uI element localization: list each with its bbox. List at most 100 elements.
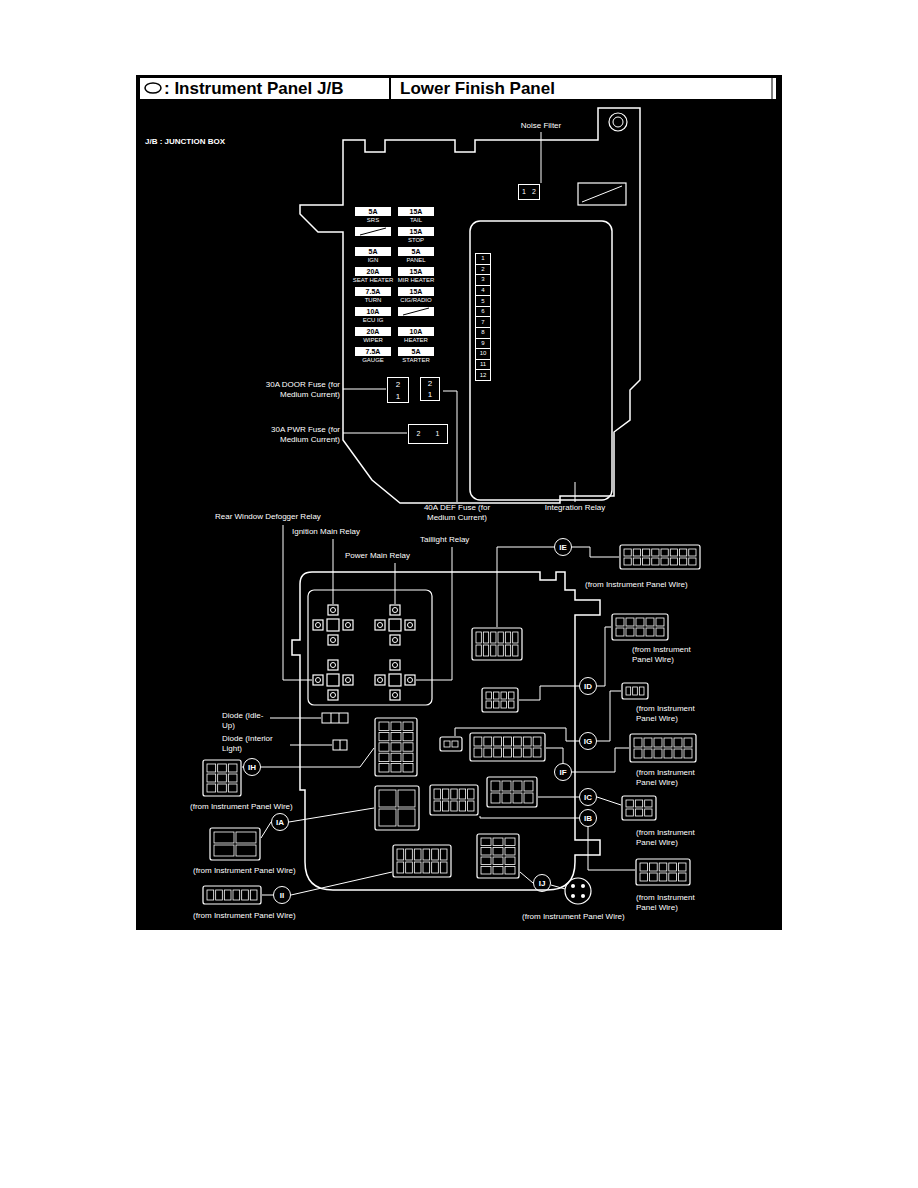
connector-pin bbox=[633, 558, 640, 565]
connector-outline bbox=[375, 786, 419, 830]
medium-fuse: 21 bbox=[387, 377, 409, 403]
cover-tab bbox=[578, 183, 626, 205]
leader-line bbox=[519, 686, 579, 700]
connector-pin bbox=[474, 748, 482, 757]
relay-pin bbox=[375, 675, 385, 685]
connector-pin bbox=[643, 549, 650, 556]
connector-drawing bbox=[393, 845, 451, 877]
connector-pin bbox=[674, 738, 682, 747]
connector-pin bbox=[669, 873, 677, 881]
relay-pin bbox=[316, 623, 321, 628]
connector-pin bbox=[634, 749, 642, 758]
wire-note: (from Instrument Panel Wire) bbox=[190, 802, 293, 812]
part-name: Ignition Main Relay bbox=[292, 527, 360, 537]
connector-pin bbox=[654, 738, 662, 747]
leader-line bbox=[455, 728, 579, 741]
connector-pin bbox=[491, 645, 496, 656]
diode bbox=[322, 713, 348, 723]
connector-pin bbox=[501, 701, 507, 708]
connector-pin bbox=[491, 793, 500, 803]
leader-line bbox=[497, 547, 554, 627]
connector-pin bbox=[505, 645, 510, 656]
relay-block bbox=[308, 590, 432, 705]
wire-note: (from Instrument Panel Wire) bbox=[636, 828, 711, 848]
fuse-rating: 15A bbox=[410, 208, 423, 216]
connector-pin bbox=[689, 558, 696, 565]
connector-pin bbox=[451, 789, 457, 799]
connector-pin bbox=[391, 732, 401, 740]
connector-pin bbox=[379, 753, 389, 761]
leader-line bbox=[343, 433, 407, 434]
connector-pin bbox=[571, 884, 575, 888]
connector-pin bbox=[524, 793, 533, 803]
connector-pin bbox=[656, 618, 664, 626]
connector-pin bbox=[504, 737, 512, 746]
connector-pin bbox=[505, 632, 510, 643]
connector-pin bbox=[391, 743, 401, 751]
connector-pin bbox=[639, 687, 644, 695]
fuse-rating: 15A bbox=[410, 268, 423, 276]
part-name: Noise Filter bbox=[511, 121, 571, 131]
fuse-name: MIR HEATER bbox=[398, 277, 435, 284]
leader-line bbox=[290, 745, 332, 746]
connector-drawing bbox=[630, 734, 696, 762]
connector-pin bbox=[616, 628, 624, 636]
connector-pin bbox=[626, 800, 633, 807]
mounting-hole bbox=[609, 113, 627, 131]
leader-line bbox=[333, 539, 334, 604]
connector-pin bbox=[406, 862, 413, 873]
leader-line bbox=[416, 547, 452, 680]
fuse-name: PANEL bbox=[406, 257, 425, 264]
connector-pin bbox=[636, 618, 644, 626]
connector-pin bbox=[643, 558, 650, 565]
fuse: 7.5AGAUGE bbox=[355, 347, 391, 356]
mounting-hole bbox=[613, 117, 623, 127]
relay-pin bbox=[313, 620, 323, 630]
fuse: 5ASTARTER bbox=[398, 347, 434, 356]
connector-pin bbox=[645, 800, 652, 807]
connector-pin bbox=[644, 749, 652, 758]
connector-pin bbox=[646, 618, 654, 626]
connector-pin bbox=[678, 863, 686, 871]
connector-pin bbox=[481, 848, 491, 856]
connector-outline bbox=[472, 628, 522, 660]
connector-pin bbox=[513, 793, 522, 803]
connector-outline bbox=[210, 828, 260, 860]
wire-note: (from Instrument Panel Wire) bbox=[585, 580, 688, 590]
wire-note: (from Instrument Panel Wire) bbox=[522, 912, 625, 922]
connector-pin bbox=[486, 701, 492, 708]
connector-pin bbox=[616, 618, 624, 626]
connector-pin bbox=[494, 748, 502, 757]
connector-code-text: IE bbox=[559, 543, 567, 552]
connector-pin bbox=[669, 863, 677, 871]
connector-code: IJ bbox=[533, 874, 551, 892]
connector-pin bbox=[459, 789, 465, 799]
connector-pin bbox=[491, 632, 496, 643]
spare-fuse bbox=[398, 307, 434, 316]
fuse-name: SEAT HEATER bbox=[353, 277, 394, 284]
fuse: 10AECU IG bbox=[355, 307, 391, 316]
connector-code-text: ID bbox=[584, 682, 592, 691]
connector-pin bbox=[498, 645, 503, 656]
fuse-name: STOP bbox=[408, 237, 424, 244]
connector-code-text: IH bbox=[248, 763, 256, 772]
connector-pin bbox=[635, 809, 642, 816]
connector-pin bbox=[494, 737, 502, 746]
fuse: 15ACIG/RADIO bbox=[398, 287, 434, 296]
terminal-number: 2 bbox=[396, 380, 400, 389]
connector-pin bbox=[403, 753, 413, 761]
connector-outline bbox=[375, 718, 417, 776]
connector-pin bbox=[414, 849, 421, 860]
location-symbol bbox=[145, 83, 161, 93]
fuse-name: TURN bbox=[365, 297, 382, 304]
fuse-name: TAIL bbox=[410, 217, 422, 224]
connector-outline bbox=[470, 733, 545, 761]
connector-pin bbox=[626, 628, 634, 636]
connector-pin bbox=[493, 838, 503, 846]
connector-pin bbox=[493, 857, 503, 865]
connector-pin bbox=[636, 628, 644, 636]
fuse-rating: 10A bbox=[367, 308, 380, 316]
leader-line bbox=[289, 808, 374, 822]
fuse-rating: 5A bbox=[369, 248, 378, 256]
relay-pin bbox=[331, 638, 336, 643]
